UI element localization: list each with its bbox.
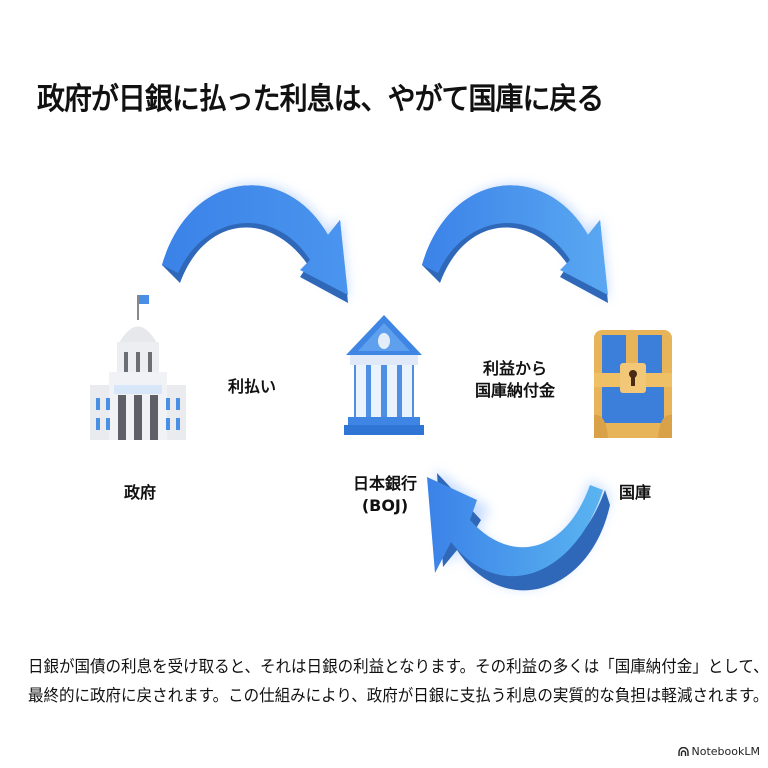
arrow-boj-to-treasury-icon [422, 184, 608, 303]
arrow-treasury-to-boj-icon [427, 470, 610, 591]
brand-label: NotebookLM [691, 745, 760, 758]
page-title: 政府が日銀に払った利息は、やがて国庫に戻る [37, 82, 604, 117]
notebooklm-logo-icon [677, 746, 689, 756]
boj-label: 日本銀行 (BOJ) [345, 473, 425, 517]
description-line2: 最終的に政府に戻されます。この仕組みにより、政府が日銀に支払う利息の実質的な負担… [28, 686, 768, 705]
arrow-gov-to-boj-icon [162, 184, 348, 303]
government-building-icon [90, 295, 186, 440]
treasure-chest-icon [594, 330, 672, 438]
description: 日銀が国債の利息を受け取ると、それは日銀の利益となります。その利益の多くは「国庫… [28, 652, 768, 710]
government-label: 政府 [123, 483, 156, 502]
boj-label-line1: 日本銀行 [352, 474, 417, 493]
flow-label-interest-payment: 利払い [228, 377, 277, 396]
boj-label-line2: (BOJ) [361, 496, 409, 515]
treasury-label: 国庫 [618, 483, 651, 502]
bank-icon [344, 315, 424, 435]
description-line1: 日銀が国債の利息を受け取ると、それは日銀の利益となります。その利益の多くは「国庫… [28, 657, 768, 676]
flow-label-treasury-payment: 利益から 国庫納付金 [470, 358, 560, 402]
flow-label-line1: 利益から [482, 359, 547, 378]
notebooklm-brand: NotebookLM [677, 745, 760, 758]
flow-label-line2: 国庫納付金 [474, 381, 555, 400]
